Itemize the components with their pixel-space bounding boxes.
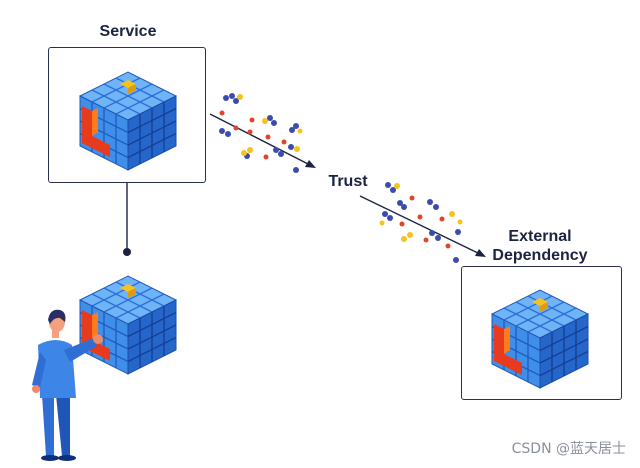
service-label: Service [99, 23, 157, 40]
connector-dot [123, 248, 131, 256]
trust-arrow-2 [359, 195, 486, 257]
trust-arrow-1 [209, 113, 316, 168]
external-label-line1: External [508, 228, 572, 245]
external-cube-icon [491, 289, 589, 389]
trust-particles-2-icon [379, 182, 463, 263]
trust-particles-icon [219, 93, 303, 173]
person-cube-icon [79, 275, 177, 375]
person-icon [32, 309, 103, 461]
service-cube-icon [79, 71, 177, 171]
watermark-text: CSDN @蓝天居士 [511, 441, 626, 457]
external-dependency-label: External Dependency [480, 227, 600, 265]
external-label-line2: Dependency [492, 247, 588, 264]
trust-label: Trust [328, 173, 368, 190]
